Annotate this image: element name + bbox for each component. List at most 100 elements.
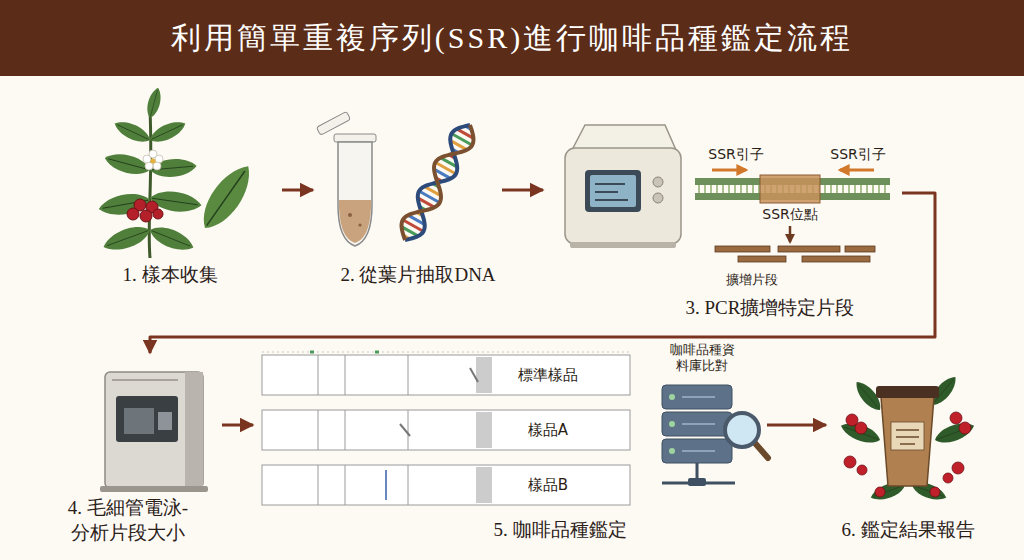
database-server	[682, 397, 715, 451]
dna-helix	[402, 125, 474, 240]
electropherogram-strips	[318, 410, 408, 450]
ssr-dna-diagram	[802, 256, 870, 262]
capillary-sequencer	[185, 372, 203, 488]
step-caption: 1. 樣本收集	[123, 263, 218, 288]
electropherogram-strips	[476, 412, 492, 448]
coffee-plant	[143, 150, 163, 170]
diagram-label: 擴增片段	[726, 272, 778, 288]
coffee-cup	[881, 397, 934, 486]
diagram-label: 樣品A	[528, 421, 568, 439]
electropherogram-strips	[310, 351, 379, 354]
sample-tube	[334, 134, 376, 142]
coffee-plant	[97, 86, 260, 258]
flow-arrow	[282, 189, 313, 192]
ssr-dna-diagram	[840, 169, 874, 172]
step-caption: 5. 咖啡品種鑑定	[494, 518, 627, 543]
coffee-cup	[930, 487, 940, 497]
pcr-machine	[565, 125, 681, 248]
ssr-dna-diagram	[760, 175, 820, 203]
coffee-plant	[100, 221, 153, 255]
coffee-plant	[127, 208, 139, 220]
coffee-plant	[153, 209, 163, 219]
electropherogram-strips	[262, 352, 630, 353]
database-server	[754, 442, 768, 458]
title-text: 利用簡單重複序列(SSR)進行咖啡品種鑑定流程	[0, 0, 1024, 76]
electropherogram-strips	[476, 357, 492, 393]
step-caption: 3. PCR擴增特定片段	[686, 296, 855, 321]
database-server	[669, 394, 675, 400]
diagram-label: SSR引子	[830, 146, 886, 163]
diagram-label: SSR位點	[762, 206, 818, 223]
sample-tube	[358, 223, 361, 226]
coffee-cup	[855, 422, 867, 434]
diagram-label: 樣品B	[528, 476, 568, 494]
coffee-plant	[147, 117, 189, 147]
electropherogram-strips	[262, 352, 630, 395]
title-band	[0, 0, 1024, 76]
coffee-plant	[153, 162, 161, 170]
pcr-machine	[595, 184, 628, 200]
coffee-cup	[838, 373, 977, 504]
coffee-plant	[112, 117, 154, 147]
coffee-cup	[891, 422, 924, 450]
electropherogram-strips	[385, 470, 387, 500]
ssr-dna-diagram	[778, 246, 840, 252]
electropherogram-strips	[400, 424, 410, 436]
ssr-dna-diagram	[712, 169, 746, 172]
diagram-label: 標準樣品	[518, 366, 578, 384]
database-server	[688, 478, 706, 486]
electropherogram-strips	[262, 465, 630, 505]
sample-tube	[316, 111, 350, 135]
process-step: 2. 從葉片抽取DNA	[315, 100, 500, 295]
ssr-dna-diagram	[738, 256, 786, 262]
coffee-plant	[144, 86, 163, 119]
coffee-cup	[857, 465, 867, 475]
process-step: 4. 毛細管電泳- 分析片段大小	[45, 355, 220, 550]
capillary-sequencer	[116, 396, 178, 442]
step-caption: 2. 從葉片抽取DNA	[340, 263, 495, 288]
capillary-sequencer	[100, 372, 208, 492]
coffee-cup	[943, 473, 953, 483]
pcr-machine	[653, 193, 663, 203]
pcr-machine	[590, 175, 636, 207]
database-server	[669, 421, 675, 427]
pcr-machine	[565, 148, 681, 244]
sample-tube	[348, 213, 352, 217]
sample-tube	[316, 111, 350, 135]
coffee-plant	[127, 199, 163, 222]
coffee-cup	[959, 422, 971, 434]
flow-arrow	[767, 424, 826, 427]
coffee-plant	[151, 159, 156, 164]
capillary-sequencer	[100, 486, 208, 492]
coffee-plant	[103, 149, 153, 178]
electropherogram-strips	[262, 355, 630, 395]
flow-arrow	[502, 189, 543, 192]
coffee-cup	[896, 430, 919, 444]
sample-tube	[316, 111, 376, 246]
coffee-plant	[149, 110, 151, 258]
pcr-machine	[585, 170, 641, 212]
flow-arrow	[150, 193, 935, 353]
step-caption: 4. 毛細管電泳- 分析片段大小	[61, 496, 196, 545]
ssr-dna-diagram	[845, 246, 875, 252]
capillary-sequencer	[158, 412, 172, 430]
process-step: 1. 樣本收集	[70, 100, 280, 295]
coffee-cup	[875, 487, 885, 497]
coffee-plant	[143, 155, 151, 163]
ssr-dna-diagram	[715, 246, 875, 262]
dna-helix	[401, 125, 473, 240]
electropherogram-strips	[262, 410, 630, 450]
coffee-cup	[952, 462, 964, 474]
electropherogram-strips	[318, 355, 408, 395]
electropherogram-strips	[318, 465, 408, 505]
diagram-label: SSR引子	[708, 146, 764, 163]
database-server	[725, 413, 759, 447]
diagram-label: 咖啡品種資料庫比對	[667, 342, 737, 373]
database-server	[669, 448, 675, 454]
capillary-sequencer	[112, 379, 178, 381]
step-caption: 6. 鑑定結果報告	[842, 518, 975, 543]
database-server	[662, 385, 768, 486]
ssr-dna-diagram	[789, 226, 792, 242]
